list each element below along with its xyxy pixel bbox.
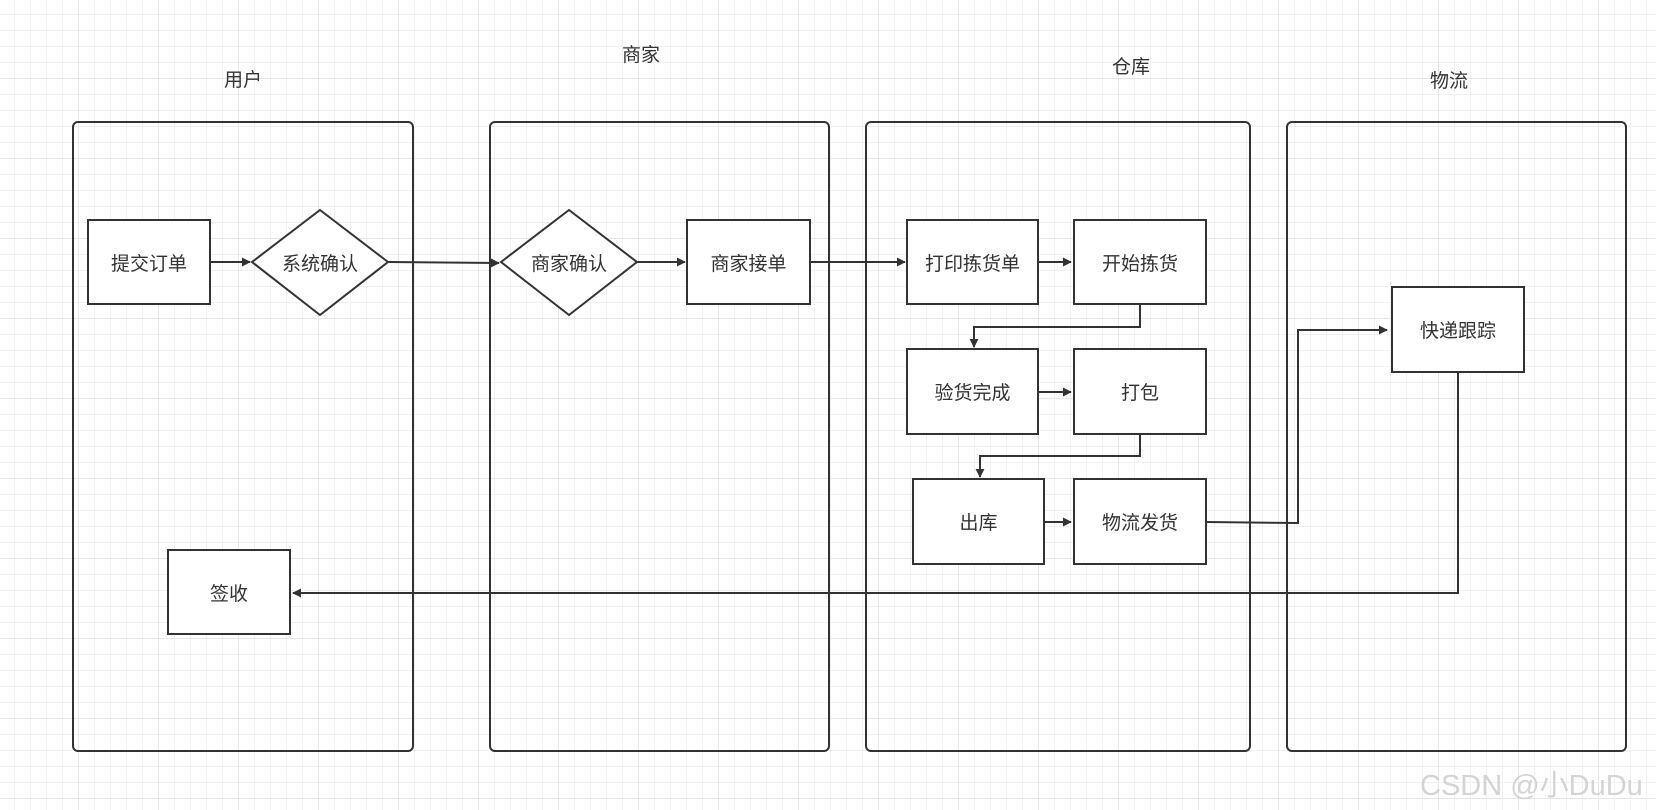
arrow-start-to-inspection [969,305,1141,348]
node-merchant-accept[interactable]: 商家接单 [686,219,811,305]
node-inspection-done[interactable]: 验货完成 [906,348,1039,435]
swimlane-logistics[interactable] [1286,121,1627,752]
node-express-tracking[interactable]: 快递跟踪 [1391,286,1525,373]
arrow-ship-to-tracking [1206,325,1388,525]
node-outbound[interactable]: 出库 [912,478,1045,565]
arrow-tracking-to-sign [292,373,1459,598]
node-packing[interactable]: 打包 [1073,348,1207,435]
diamond-system-confirm[interactable] [250,208,390,317]
swimlane-merchant[interactable] [489,121,830,752]
lane-title-warehouse: 仓库 [1111,56,1151,78]
arrow-packing-to-outbound [975,435,1141,478]
node-start-picking[interactable]: 开始拣货 [1073,219,1207,305]
node-sign-receipt[interactable]: 签收 [167,549,291,635]
lane-title-user: 用户 [223,69,263,91]
swimlane-user[interactable] [72,121,414,752]
node-merchant-confirm-label: 商家确认 [530,252,607,275]
arrow-system-to-merchant [387,258,500,268]
diamond-merchant-confirm[interactable] [499,208,639,317]
lane-title-logistics: 物流 [1429,70,1469,92]
node-submit-order[interactable]: 提交订单 [87,219,211,305]
swimlane-warehouse[interactable] [865,121,1251,752]
csdn-watermark: CSDN @小DuDu [1420,770,1643,802]
node-logistics-ship[interactable]: 物流发货 [1073,478,1207,565]
node-print-pick-list[interactable]: 打印拣货单 [906,219,1039,305]
lane-title-merchant: 商家 [621,44,661,66]
node-system-confirm-label: 系统确认 [281,252,358,275]
